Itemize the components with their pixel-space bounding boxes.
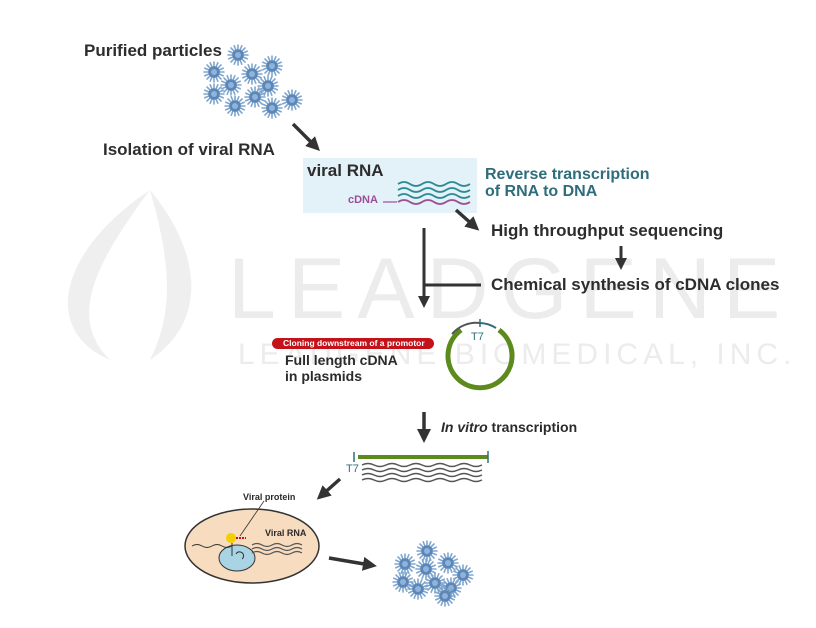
ribosome-icon [226,533,236,543]
purified-particles-label: Purified particles [84,41,222,60]
in-vitro-italic: In vitro [441,419,488,435]
progeny-virus-cluster [392,540,474,607]
in-vitro-label: In vitro transcription [441,419,577,435]
viral-protein-label: Viral protein [243,492,296,502]
in-vitro-rest: transcription [487,419,578,435]
sequencing-label: High throughput sequencing [491,221,724,240]
watermark-logo-icon [67,190,192,360]
reverse-transcription-line1: Reverse transcription [485,166,650,183]
plasmid [445,319,515,391]
full-length-line2: in plasmids [285,368,363,384]
chemical-synthesis-label: Chemical synthesis of cDNA clones [491,275,780,294]
arrow-to-cell [316,477,342,500]
cell-viral-rna-label: Viral RNA [265,528,307,538]
arrow-to-progeny [328,556,377,571]
viral-rna-box [303,158,477,213]
cloning-tag-label: Cloning downstream of a promotor [283,338,425,348]
viral-rna-label: viral RNA [307,161,384,180]
rna-strands [397,181,471,199]
t7-plasmid-label: T7 [471,331,484,343]
full-length-line1: Full length cDNA [285,352,398,368]
reverse-transcription-line2: of RNA to DNA [485,183,598,200]
arrow-to-isolation [291,122,320,151]
cdna-strand [397,199,471,205]
nucleus [218,544,256,572]
transcription-strands [353,451,489,483]
host-cell [184,500,320,584]
viral-protein-pointer [239,500,265,537]
cdna-label: cDNA [348,194,378,206]
cloning-tag [272,338,434,349]
watermark-brand: LEADGENE [228,241,793,337]
t7-strand-label: T7 [346,463,359,475]
isolation-label: Isolation of viral RNA [103,140,275,159]
arrow-to-sequencing [454,208,480,231]
